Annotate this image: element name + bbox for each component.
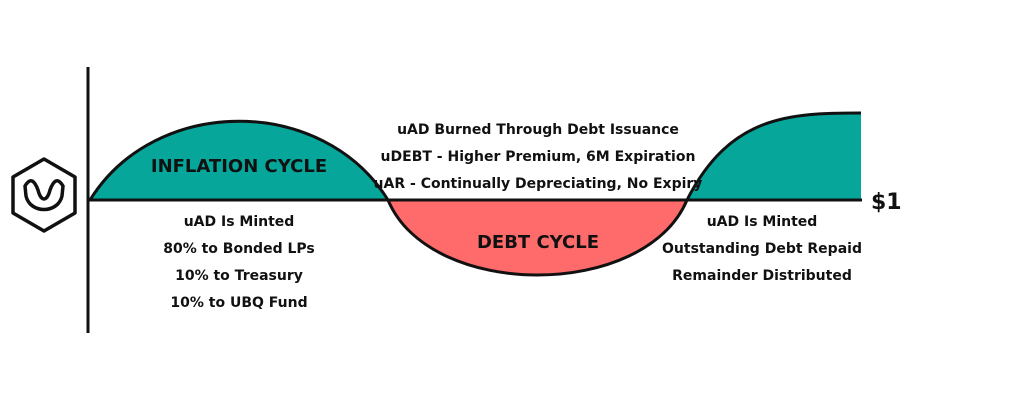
inflation-cycle-title: INFLATION CYCLE <box>151 156 327 177</box>
debt-note: uDEBT - Higher Premium, 6M Expiration <box>381 149 696 165</box>
recovery-cycle-area <box>687 113 861 200</box>
inflation-cycle-area <box>87 119 391 202</box>
hexagon-u-logo-icon <box>11 157 77 233</box>
debt-note: uAD Burned Through Debt Issuance <box>397 122 679 138</box>
debt-cycle-title: DEBT CYCLE <box>477 232 599 253</box>
recovery-note: uAD Is Minted <box>707 214 818 230</box>
recovery-note: Remainder Distributed <box>672 268 852 284</box>
inflation-note: uAD Is Minted <box>184 214 295 230</box>
recovery-note: Outstanding Debt Repaid <box>662 241 862 257</box>
debt-cycle-area <box>385 198 690 277</box>
peg-label: $1 <box>871 190 902 215</box>
inflation-note: 10% to UBQ Fund <box>170 295 307 311</box>
inflation-note: 10% to Treasury <box>175 268 303 284</box>
inflation-note: 80% to Bonded LPs <box>163 241 315 257</box>
debt-note: uAR - Continually Depreciating, No Expir… <box>374 176 703 192</box>
recovery-curve <box>685 111 862 201</box>
